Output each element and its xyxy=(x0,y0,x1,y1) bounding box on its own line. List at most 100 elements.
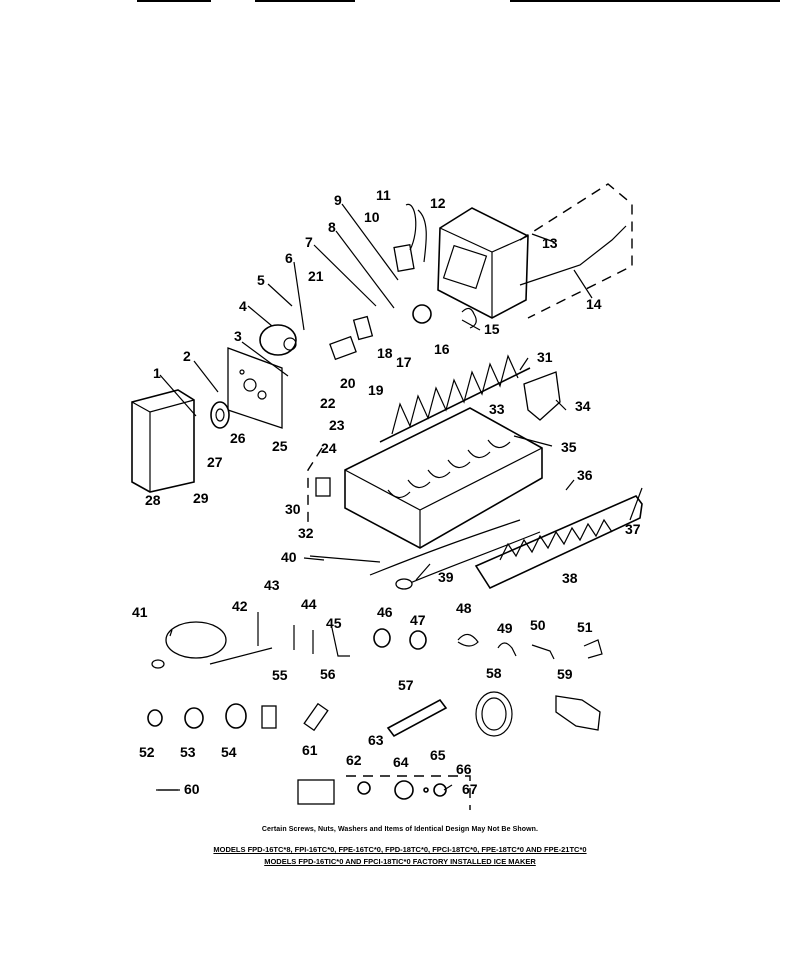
part-26-mounting-plate xyxy=(227,347,283,429)
part-20-switch xyxy=(329,335,357,361)
callout-65: 65 xyxy=(430,747,446,763)
callout-19: 19 xyxy=(368,382,384,398)
callout-21: 21 xyxy=(308,268,324,284)
callout-28: 28 xyxy=(145,492,161,508)
part-31-ejector xyxy=(379,354,531,443)
callout-59: 59 xyxy=(557,666,573,682)
part-11-wire xyxy=(405,204,417,251)
part-34-bracket xyxy=(523,371,561,421)
part-24-dashed-guide xyxy=(307,447,323,530)
callout-14: 14 xyxy=(586,296,602,312)
callout-67: 67 xyxy=(462,781,478,797)
small-parts-row xyxy=(293,625,603,660)
part-15-spring xyxy=(461,307,477,329)
callout-37: 37 xyxy=(625,521,641,537)
callout-34: 34 xyxy=(575,398,591,414)
callout-51: 51 xyxy=(577,619,593,635)
callout-40: 40 xyxy=(281,549,297,565)
part-19-bracket xyxy=(352,315,374,341)
callout-57: 57 xyxy=(398,677,414,693)
part-40-fill-line xyxy=(309,555,381,563)
callout-35: 35 xyxy=(561,439,577,455)
callout-41: 41 xyxy=(132,604,148,620)
callout-13: 13 xyxy=(542,235,558,251)
part-38-stripper xyxy=(474,495,643,590)
callout-61: 61 xyxy=(302,742,318,758)
callout-66: 66 xyxy=(456,761,472,777)
callout-2: 2 xyxy=(183,348,191,364)
callout-58: 58 xyxy=(486,665,502,681)
callout-9: 9 xyxy=(334,192,342,208)
callout-24: 24 xyxy=(321,440,337,456)
callout-45: 45 xyxy=(326,615,342,631)
callout-52: 52 xyxy=(139,744,155,760)
callout-49: 49 xyxy=(497,620,513,636)
callout-56: 56 xyxy=(320,666,336,682)
callout-7: 7 xyxy=(305,234,313,250)
part-16-thermostat xyxy=(412,304,432,324)
callout-33: 33 xyxy=(489,401,505,417)
callout-36: 36 xyxy=(577,467,593,483)
callout-29: 29 xyxy=(193,490,209,506)
callout-55: 55 xyxy=(272,667,288,683)
callout-63: 63 xyxy=(368,732,384,748)
callout-39: 39 xyxy=(438,569,454,585)
top-rule-left xyxy=(137,0,211,2)
part-28-cover xyxy=(131,389,195,493)
callout-5: 5 xyxy=(257,272,265,288)
callout-60: 60 xyxy=(184,781,200,797)
part-30-support xyxy=(315,477,331,497)
part-14-outline xyxy=(519,183,633,319)
callout-1: 1 xyxy=(153,365,161,381)
callout-8: 8 xyxy=(328,219,336,235)
callout-47: 47 xyxy=(410,612,426,628)
callout-50: 50 xyxy=(530,617,546,633)
part-4-motor xyxy=(259,324,297,356)
top-rule-middle xyxy=(255,0,355,2)
models-line-2: MODELS FPD-16TIC*0 AND FPCI-18TIC*0 FACT… xyxy=(264,857,536,866)
callout-27: 27 xyxy=(207,454,223,470)
callout-17: 17 xyxy=(396,354,412,370)
second-parts-row xyxy=(147,691,601,738)
models-line-1: MODELS FPD-16TC*8, FPI-16TC*0, FPE-16TC*… xyxy=(213,845,587,854)
callout-10: 10 xyxy=(364,209,380,225)
callout-30: 30 xyxy=(285,501,301,517)
callout-32: 32 xyxy=(298,525,314,541)
callout-11: 11 xyxy=(376,187,391,203)
part-12-harness xyxy=(417,209,427,263)
part-27-gear xyxy=(210,401,230,429)
part-35-mold xyxy=(344,407,543,549)
footnote-text: Certain Screws, Nuts, Washers and Items … xyxy=(261,826,539,833)
callout-18: 18 xyxy=(377,345,393,361)
part-39-heater xyxy=(369,519,541,590)
part-13-housing xyxy=(437,207,529,319)
leader-lines xyxy=(158,203,643,791)
callout-62: 62 xyxy=(346,752,362,768)
callout-54: 54 xyxy=(221,744,237,760)
callout-38: 38 xyxy=(562,570,578,586)
callout-numbers: 1 2 3 4 5 6 7 8 9 10 11 12 13 14 15 16 1… xyxy=(132,187,641,797)
callout-20: 20 xyxy=(340,375,356,391)
callout-4: 4 xyxy=(239,298,247,314)
callout-23: 23 xyxy=(329,417,345,433)
callout-16: 16 xyxy=(434,341,450,357)
callout-42: 42 xyxy=(232,598,248,614)
top-rule-right xyxy=(510,0,780,2)
callout-25: 25 xyxy=(272,438,288,454)
callout-3: 3 xyxy=(234,328,242,344)
callout-15: 15 xyxy=(484,321,500,337)
part-42-arm xyxy=(209,612,273,665)
callout-6: 6 xyxy=(285,250,293,266)
callout-64: 64 xyxy=(393,754,409,770)
callout-26: 26 xyxy=(230,430,246,446)
callout-22: 22 xyxy=(320,395,336,411)
callout-44: 44 xyxy=(301,596,317,612)
part-10-switch xyxy=(393,244,415,272)
callout-43: 43 xyxy=(264,577,280,593)
callout-48: 48 xyxy=(456,600,472,616)
callout-12: 12 xyxy=(430,195,446,211)
callout-31: 31 xyxy=(537,349,553,365)
callout-53: 53 xyxy=(180,744,196,760)
part-41-harness xyxy=(151,621,227,669)
